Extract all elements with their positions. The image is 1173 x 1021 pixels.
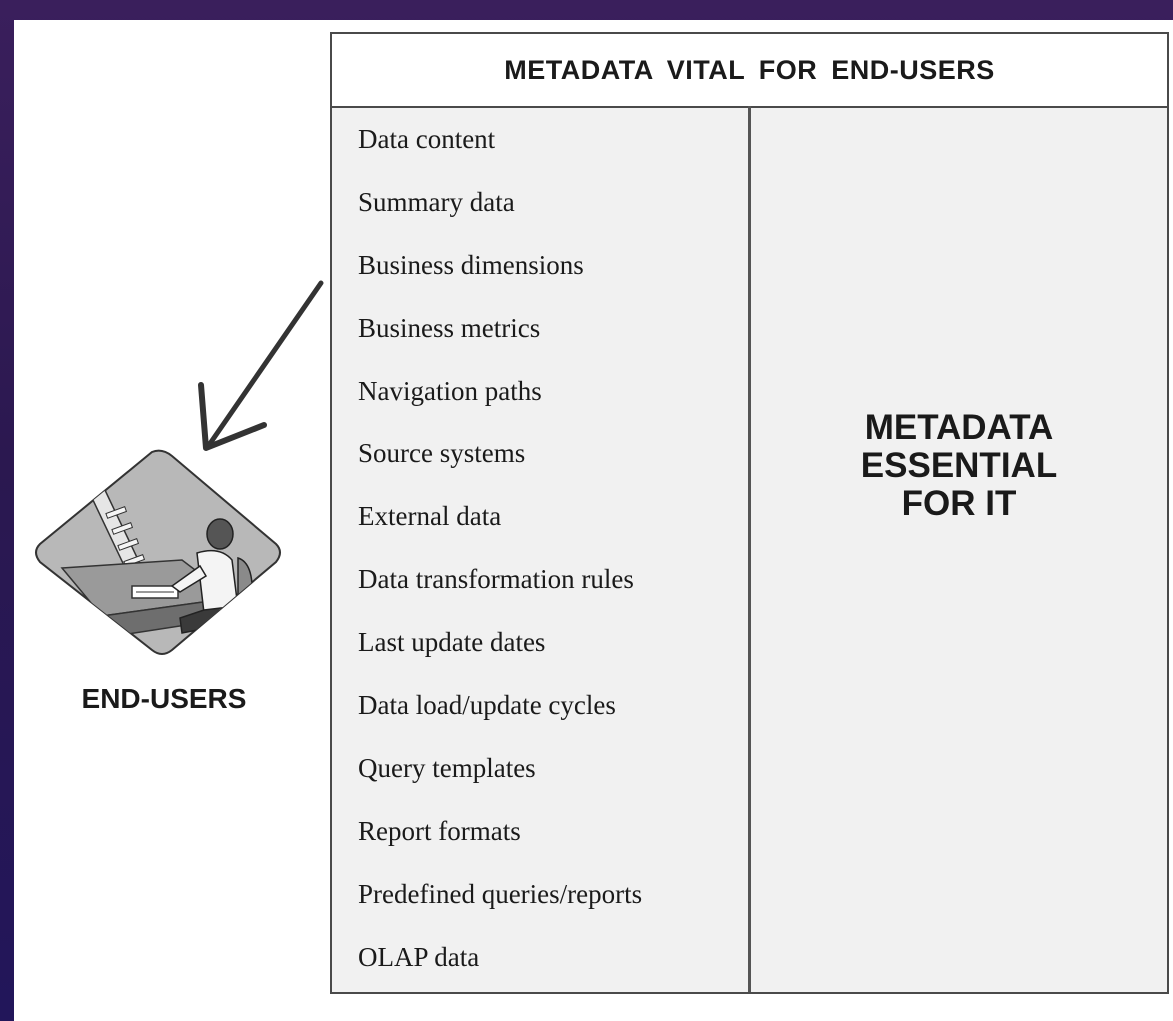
list-item: Report formats (358, 815, 521, 846)
arrow-down-left-icon (198, 280, 324, 451)
list-item: External data (358, 501, 502, 532)
end-users-label: END-USERS (81, 683, 247, 714)
list-item: Data transformation rules (358, 564, 634, 595)
list-item: Data content (358, 124, 496, 154)
table-header: METADATA VITAL FOR END-USERS (332, 34, 1167, 108)
list-item: Business dimensions (358, 249, 584, 280)
list-item: OLAP data (358, 941, 480, 972)
list-item: Predefined queries/reports (358, 878, 643, 909)
it-label-line: FOR IT (901, 483, 1017, 523)
list-item: Source systems (358, 438, 526, 469)
column-divider (748, 106, 751, 992)
list-item: Data load/update cycles (358, 690, 616, 721)
slide: END-USERS METADATA VITAL FOR END-USERS D… (14, 20, 1173, 1021)
list-item: Last update dates (358, 627, 546, 658)
person-at-computer-icon (35, 449, 281, 655)
metadata-table: METADATA VITAL FOR END-USERS Data conten… (330, 32, 1169, 994)
it-label-line: ESSENTIAL (860, 445, 1058, 485)
end-user-metadata-list: Data content Summary data Business dimen… (358, 108, 748, 988)
metadata-essential-for-it-label: METADATA ESSENTIAL FOR IT (751, 409, 1167, 522)
list-item: Business metrics (358, 312, 541, 343)
list-item: Query templates (358, 752, 536, 783)
list-item: Summary data (358, 186, 515, 217)
it-label-line: METADATA (864, 408, 1054, 447)
list-item: Navigation paths (358, 375, 542, 406)
